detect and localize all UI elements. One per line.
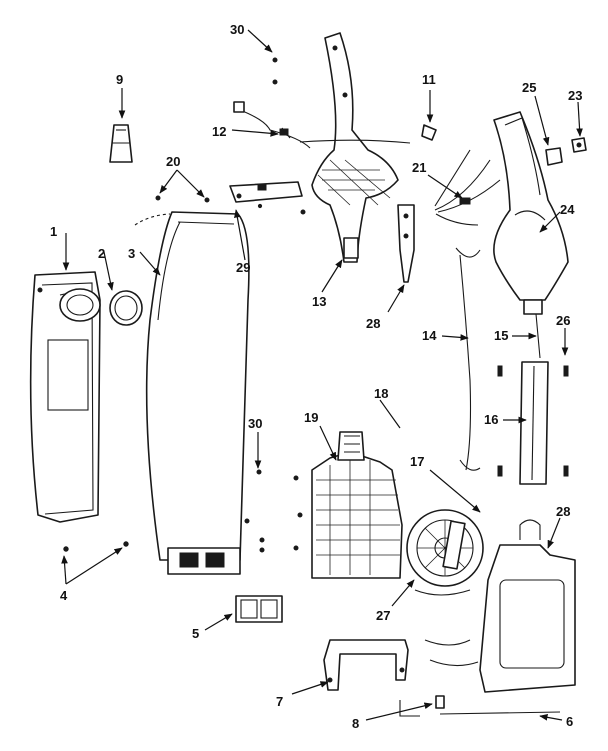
part-14-rod: [455, 247, 481, 471]
callout-7: 7: [276, 694, 283, 709]
part-9-plug: [109, 124, 133, 163]
callout-30-top: 30: [230, 22, 244, 37]
part-19-motor-frame: [311, 431, 403, 579]
callout-6: 6: [566, 714, 573, 729]
part-13-handle: [299, 32, 411, 263]
bag-opening: [59, 288, 101, 322]
callout-5: 5: [192, 626, 199, 641]
callout-17: 17: [410, 454, 424, 469]
callout-29: 29: [236, 260, 250, 275]
part-27-base-plate: [424, 519, 576, 693]
part-12-cord: [233, 101, 311, 149]
callout-1: 1: [50, 224, 57, 239]
callout-2: 2: [98, 246, 105, 261]
callouts: 9 1 2 3 4 5 12 20 29 30 13 28 11 21 25 2…: [50, 22, 582, 731]
part-15-16-tube: [497, 313, 569, 485]
part-17-26-fan-motor: [406, 509, 484, 596]
part-2-ring-seal: [109, 290, 143, 326]
callout-25: 26: [556, 313, 570, 328]
callout-24: 25: [522, 80, 536, 95]
callout-14: 14: [422, 328, 437, 343]
callout-11: 11: [422, 72, 436, 87]
callout-8: 8: [352, 716, 359, 731]
part-5-filter: [235, 595, 283, 623]
part-29-switch-bracket: [229, 181, 303, 209]
part-24-nozzle-clip: [545, 147, 563, 166]
callout-15: 15: [494, 328, 508, 343]
callout-30-mid: 30: [248, 416, 262, 431]
part-28-bracket: [397, 204, 415, 283]
callout-3: 3: [128, 246, 135, 261]
callout-16: 16: [484, 412, 498, 427]
part-23-upper-housing: [493, 111, 569, 315]
callout-9: 9: [116, 72, 123, 87]
part-6-rod: [399, 700, 561, 717]
part-7-u-bracket: [323, 639, 409, 691]
callout-19: 19: [304, 410, 318, 425]
callout-20: 20: [166, 154, 180, 169]
part-21-wires: [434, 149, 501, 226]
part-8-pin: [435, 695, 445, 709]
callout-4: 4: [60, 588, 68, 603]
callout-27: 28: [556, 504, 570, 519]
callout-21: 21: [412, 160, 426, 175]
screws: [63, 57, 306, 553]
callout-18: 18: [374, 386, 388, 401]
callout-13: 13: [312, 294, 326, 309]
part-11-clip: [421, 124, 437, 141]
leader-lines: [61, 29, 583, 721]
callout-23: 24: [560, 202, 575, 217]
part-22-screw: [571, 137, 587, 153]
callout-26: 27: [376, 608, 390, 623]
part-3-outer-bag: [134, 211, 250, 575]
part-1-bag-cover: [29, 271, 101, 523]
callout-28: 28: [366, 316, 380, 331]
callout-12: 12: [212, 124, 226, 139]
callout-22: 23: [568, 88, 582, 103]
